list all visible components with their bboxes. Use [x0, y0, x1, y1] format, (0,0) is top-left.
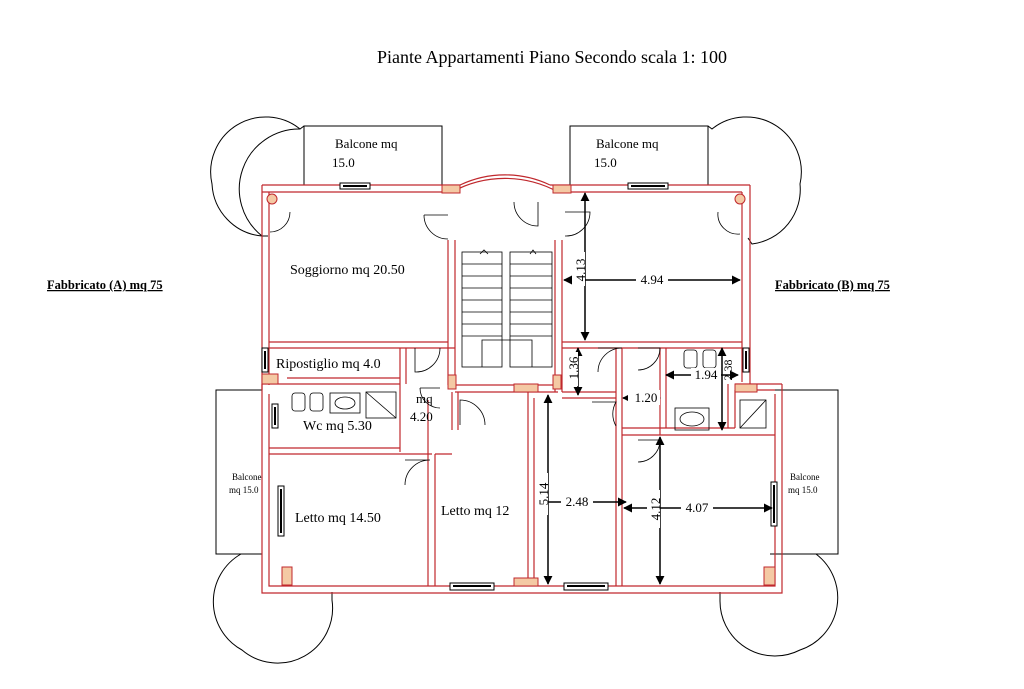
dim-4-13: 4.13 [573, 259, 588, 282]
balcone-left-area: mq 15.0 [229, 485, 259, 495]
room-soggiorno: Soggiorno mq 20.50 [290, 263, 405, 278]
pillars [261, 184, 776, 587]
balcone-top-right-area: 15.0 [594, 155, 617, 170]
staircase [461, 249, 553, 368]
room-corridoio-area: 4.20 [410, 409, 433, 424]
balcony-right [719, 389, 839, 657]
doors [269, 201, 741, 486]
room-letto-b: Letto mq 12 [441, 504, 509, 519]
balcony-top-right [569, 116, 802, 245]
interior-walls [269, 240, 775, 586]
dim-2-38: 2.38 [721, 360, 735, 381]
room-ripostiglio: Ripostiglio mq 4.0 [276, 357, 381, 372]
dim-5-14: 5.14 [536, 482, 551, 505]
building-b-label: Fabbricato (B) mq 75 [775, 278, 890, 292]
balcone-left-label: Balcone [232, 472, 262, 482]
balcone-top-left-label: Balcone mq [335, 136, 398, 151]
balcony-top-left [210, 116, 443, 237]
dim-4-94: 4.94 [641, 272, 664, 287]
dim-4-07: 4.07 [686, 500, 709, 515]
dim-4-12: 4.12 [648, 498, 663, 521]
room-wc: Wc mq 5.30 [303, 419, 372, 434]
dim-2-48: 2.48 [566, 494, 589, 509]
room-corridoio-label: mq [416, 391, 433, 406]
balcone-right-label: Balcone [790, 472, 820, 482]
dim-1-36: 1.36 [566, 356, 581, 379]
page-title: Piante Appartamenti Piano Secondo scala … [377, 47, 727, 67]
bathroom-fixtures [291, 349, 767, 431]
windows [261, 182, 778, 591]
balcony-left [212, 389, 334, 664]
balcone-top-left-area: 15.0 [332, 155, 355, 170]
dim-1-94: 1.94 [695, 367, 718, 382]
balcone-right-area: mq 15.0 [788, 485, 818, 495]
building-a-label: Fabbricato (A) mq 75 [47, 278, 163, 292]
dim-1-20: 1.20 [635, 390, 658, 405]
room-letto-a: Letto mq 14.50 [295, 511, 381, 526]
balcone-top-right-label: Balcone mq [596, 136, 659, 151]
